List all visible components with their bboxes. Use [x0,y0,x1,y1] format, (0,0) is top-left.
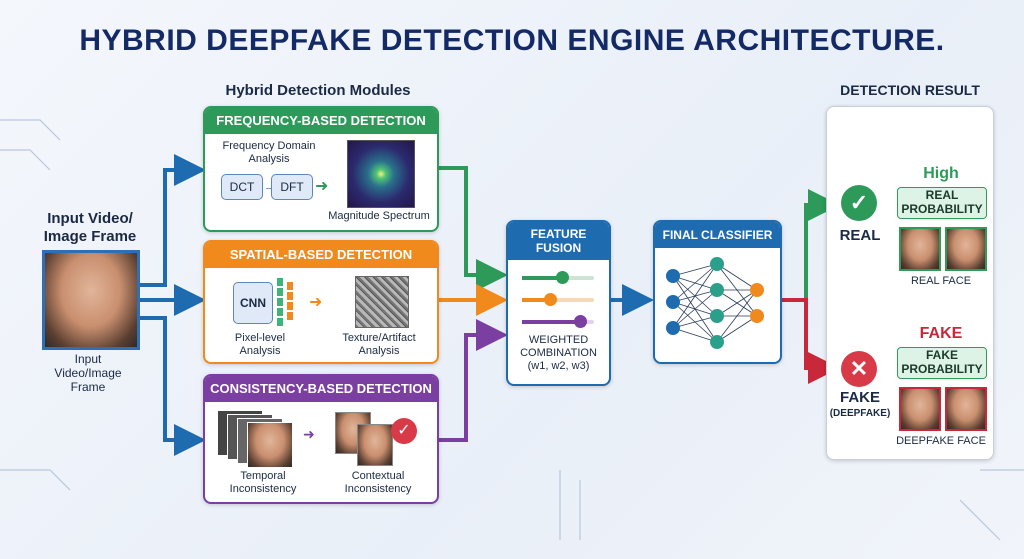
feature-fusion-block: FEATURE FUSION WEIGHTED COMBINATION (w1,… [506,220,611,386]
fake-face-1 [899,387,941,431]
fake-probability-box: FAKE PROBABILITY [897,347,987,379]
input-caption: Input Video/Image Frame [54,352,122,394]
frequency-analysis-label: Frequency Domain Analysis [222,140,316,165]
cnn-chip: CNN [233,282,273,324]
frequency-module: FREQUENCY-BASED DETECTION Frequency Doma… [203,106,439,232]
slider-1 [522,271,594,284]
texture-arrow: ➜ [309,294,323,311]
slider-2 [522,293,594,306]
input-heading: Input Video/ Image Frame [43,210,137,245]
spatial-title: SPATIAL-BASED DETECTION [205,242,437,268]
texture-label: Texture/Artifact Analysis [342,332,416,357]
neural-network-icon [666,257,764,349]
fake-level: FAKE [919,325,963,342]
fake-x-icon: ✕ [841,351,877,387]
frame-stack [217,410,297,468]
real-face-1 [899,227,941,271]
slider-3 [522,315,594,328]
input-face-image [42,250,140,350]
real-label: REAL [839,227,881,244]
real-face-2 [945,227,987,271]
cnn-layer-bars-2 [287,282,293,322]
page-title: HYBRID DEEPFAKE DETECTION ENGINE ARCHITE… [79,24,945,57]
contextual-arrow: ➜ [303,426,315,442]
consistency-title: CONSISTENCY-BASED DETECTION [205,376,437,402]
frequency-title: FREQUENCY-BASED DETECTION [205,108,437,134]
dft-chip: DFT [271,174,313,200]
fake-label: FAKE [839,389,880,406]
fake-faces-caption: DEEPFAKE FACE [896,435,986,447]
texture-image [355,276,409,328]
fake-face-2 [945,387,987,431]
result-heading: DETECTION RESULT [840,82,980,98]
real-level: High [923,165,959,182]
final-classifier-block: FINAL CLASSIFIER [653,220,782,364]
fake-sub-label: (DEEPFAKE) [829,408,891,419]
result-panel: ✓ REAL High REAL PROBABILITY REAL FACE F… [826,106,994,460]
temporal-label: Temporal Inconsistency [229,470,297,495]
weighted-combination-label: WEIGHTED COMBINATION (w1, w2, w3) [520,334,597,372]
consistency-module: CONSISTENCY-BASED DETECTION ➜ ✓ Temporal… [203,374,439,504]
real-faces-caption: REAL FACE [910,275,972,287]
context-face-2 [357,424,393,466]
fusion-title: FEATURE FUSION [508,222,609,260]
spectrum-arrow: ➜ [315,178,329,195]
spatial-module: SPATIAL-BASED DETECTION CNN ➜ Pixel-leve… [203,240,439,364]
real-check-icon: ✓ [841,185,877,221]
dct-chip: DCT [221,174,263,200]
magnitude-spectrum-image [347,140,415,208]
modules-heading: Hybrid Detection Modules [225,82,411,99]
contextual-label: Contextual Inconsistency [344,470,412,495]
check-badge-icon: ✓ [391,418,417,444]
real-probability-box: REAL PROBABILITY [897,187,987,219]
pixel-level-label: Pixel-level Analysis [234,332,286,357]
spectrum-caption: Magnitude Spectrum [328,210,430,222]
classifier-title: FINAL CLASSIFIER [655,222,780,248]
cnn-layer-bars [277,278,283,326]
